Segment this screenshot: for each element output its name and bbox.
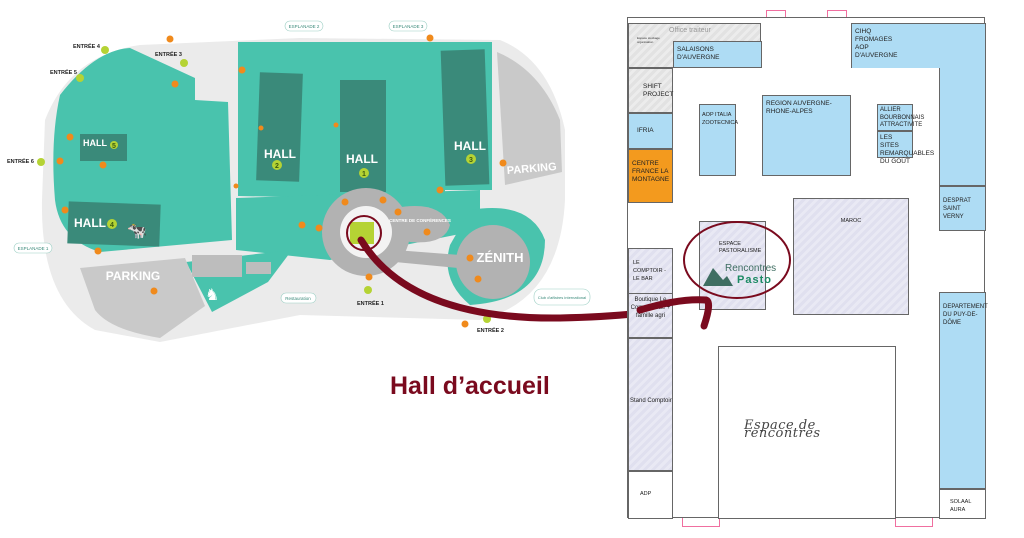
door — [766, 10, 786, 19]
stand-comptoir: Stand Comptoir — [628, 338, 673, 471]
logo-line-2: Pasto — [737, 274, 772, 286]
parking-left-label: PARKING — [106, 269, 160, 283]
hall-5-label: HALL — [83, 138, 107, 148]
stand-solaal: SOLAAL AURA — [939, 489, 986, 519]
stand-adp: ADP — [628, 471, 673, 519]
entrance-5-label: ENTRÉE 5 — [50, 68, 77, 76]
stand-departement: DEPARTEMENT DU PUY-DE-DÔME — [939, 292, 988, 489]
hall-3-label: HALL — [454, 139, 486, 153]
stand-region: REGION AUVERGNE-RHONE-ALPES — [762, 95, 851, 176]
hall-5-number: 5 — [112, 143, 116, 150]
hall-4-label: HALL — [74, 216, 106, 230]
hall-2-label: HALL — [264, 147, 296, 161]
exhibit-zone-west — [53, 48, 233, 252]
hall-1-label: HALL — [346, 152, 378, 166]
stand-allier: ALLIER BOURBONNAIS ATTRACTIVITE — [877, 104, 924, 131]
stand-sites-remarquables: LES SITES REMARQUABLES DU GOÛT — [877, 131, 934, 165]
conference-centre-label: CENTRE DE CONFÉRENCES — [389, 216, 451, 223]
walkway — [395, 250, 460, 268]
entrance-6-label: ENTRÉE 6 — [7, 157, 34, 165]
office-traiteur-label: Office traiteur — [669, 27, 711, 34]
stand-centre-france: CENTRE FRANCE LA MONTAGNE — [628, 149, 673, 203]
stand-aop-italia: AOP ITALIA ZOOTECNICA — [699, 104, 738, 176]
door — [827, 10, 847, 19]
espace-rencontres-label: Espace de rencontres — [744, 418, 821, 441]
esplanade-1-label: ESPLANADE 1 — [18, 246, 49, 251]
rencontres-pasto-logo: Rencontres Pasto — [703, 263, 777, 287]
logo-line-1: Rencontres — [725, 263, 777, 274]
stand-salaisons: SALAISONS D'AUVERGNE — [673, 41, 762, 68]
stand-shift-project: SHIFT PROJECT — [628, 68, 673, 113]
door — [895, 518, 933, 527]
esplanade-2-label: ESPLANADE 2 — [289, 24, 320, 29]
parking-left-area — [80, 258, 205, 338]
building — [192, 255, 242, 277]
stand-ifria: IFRIA — [628, 113, 673, 149]
entrance-3-label: ENTRÉE 3 — [155, 50, 182, 58]
restauration-label: Restauration — [285, 296, 311, 301]
entrance-1-label: ENTRÉE 1 — [357, 299, 384, 307]
stand-cihq: CIHQ FROMAGES AOP D'AUVERGNE — [851, 23, 986, 68]
hall-4-number: 4 — [110, 222, 114, 229]
stockage-label: Espace stockage organisation — [637, 36, 660, 44]
building — [246, 262, 271, 274]
stand-le-comptoir: LE COMPTOIR - LE BAR — [628, 248, 673, 294]
floor-plan: Office traiteur Espace stockage organisa… — [627, 17, 988, 519]
conference-centre-area — [395, 206, 450, 243]
hall-3-number: 3 — [469, 157, 473, 164]
hall-2-number: 2 — [275, 163, 279, 170]
stand-cihq-column — [939, 68, 986, 186]
entrance-markers — [37, 46, 491, 323]
cow-icon: 🐄 — [127, 223, 147, 240]
hall-3 — [440, 49, 490, 186]
hall-accueil-area — [350, 222, 374, 244]
entrance-4-label: ENTRÉE 4 — [73, 42, 101, 50]
horse-icon: ♞ — [205, 287, 219, 304]
service-icons — [56, 34, 507, 328]
stand-boutique: Boutique Le Comptoir rue + famille agri — [628, 294, 673, 338]
hall-2 — [256, 72, 303, 182]
hall-1-number: 1 — [362, 171, 366, 178]
stand-desprat: DESPRAT SAINT VERNY — [939, 186, 986, 231]
stand-maroc: MAROC — [793, 198, 909, 315]
hall-5 — [80, 134, 127, 161]
esplanade-3-label: ESPLANADE 3 — [393, 24, 424, 29]
entrance-2-label: ENTRÉE 2 — [477, 326, 504, 334]
door — [682, 518, 720, 527]
zenith-label: ZÉNITH — [477, 250, 524, 265]
espace-rencontres: Espace de rencontres — [718, 346, 896, 519]
club-affaires-label: Club d'affaires international — [538, 295, 586, 300]
parking-right-area — [497, 52, 562, 185]
zenith-building — [456, 225, 530, 299]
callout-title: Hall d’accueil — [390, 372, 550, 400]
parking-right-label: PARKING — [506, 161, 557, 177]
